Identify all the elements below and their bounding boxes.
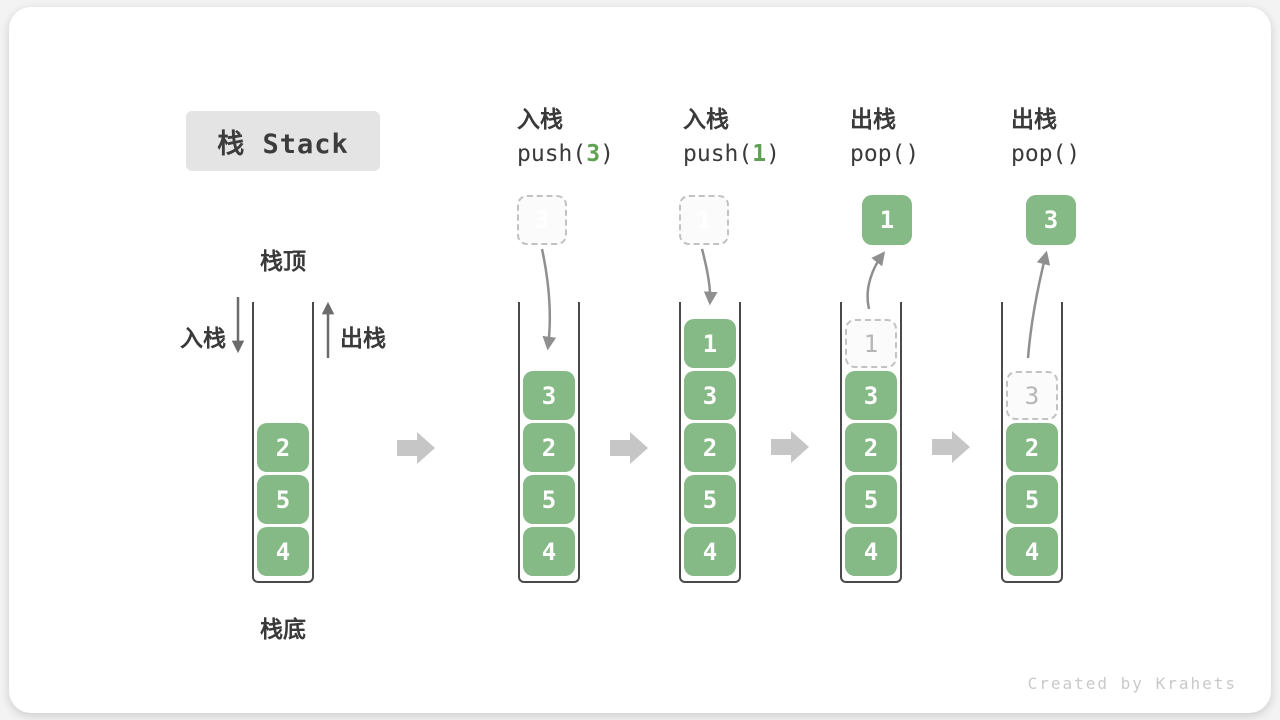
code-pre: pop()	[1011, 141, 1081, 167]
operation-code: push(1)	[683, 137, 780, 172]
stack-item: 4	[1006, 527, 1058, 576]
incoming-element-box: 1	[679, 195, 729, 245]
push-side-label: 入栈	[180, 325, 226, 351]
operation-label: 出栈	[850, 106, 896, 132]
code-pre: push(	[517, 141, 587, 167]
stack-item: 4	[684, 527, 736, 576]
operation-label: 出栈	[1011, 106, 1057, 132]
stack-bottom-label: 栈底	[260, 616, 306, 642]
stack-item-ghost: 3	[1006, 371, 1058, 420]
column-header-pop-3: 出栈 pop()	[1011, 102, 1080, 172]
stack-item: 2	[523, 423, 575, 472]
code-arg: 3	[586, 141, 601, 167]
code-arg: 1	[752, 141, 767, 167]
code-pre: pop()	[850, 141, 920, 167]
operation-label: 入栈	[683, 106, 729, 132]
code-pre: push(	[683, 141, 753, 167]
stack-item: 4	[523, 527, 575, 576]
stack-item: 5	[257, 475, 309, 524]
stack-item: 1	[684, 319, 736, 368]
column-header-push-3: 入栈 push(3)	[517, 102, 614, 172]
stack-item: 5	[1006, 475, 1058, 524]
operation-code: pop()	[1011, 137, 1080, 172]
title-badge: 栈 Stack	[186, 111, 380, 171]
operation-label: 入栈	[517, 106, 563, 132]
stack-item: 5	[684, 475, 736, 524]
operation-code: pop()	[850, 137, 919, 172]
title-text: 栈 Stack	[217, 128, 349, 160]
code-post: )	[600, 141, 614, 167]
stack-item: 2	[845, 423, 897, 472]
stack-item: 2	[684, 423, 736, 472]
stack-item: 4	[845, 527, 897, 576]
column-header-push-1: 入栈 push(1)	[683, 102, 780, 172]
stack-item: 5	[523, 475, 575, 524]
stack-top-label: 栈顶	[260, 248, 306, 274]
popped-element-box: 3	[1026, 195, 1076, 245]
stack-item: 4	[257, 527, 309, 576]
stack-item: 3	[845, 371, 897, 420]
watermark: Created by Krahets	[1027, 674, 1237, 693]
stack-item: 3	[523, 371, 575, 420]
popped-element-box: 1	[862, 195, 912, 245]
incoming-element-box: 3	[517, 195, 567, 245]
code-post: )	[766, 141, 780, 167]
operation-code: push(3)	[517, 137, 614, 172]
stack-item: 5	[845, 475, 897, 524]
stack-item: 2	[257, 423, 309, 472]
stack-item: 3	[684, 371, 736, 420]
stack-item: 2	[1006, 423, 1058, 472]
pop-side-label: 出栈	[340, 325, 386, 351]
column-header-pop-1: 出栈 pop()	[850, 102, 919, 172]
stack-item-ghost: 1	[845, 319, 897, 368]
